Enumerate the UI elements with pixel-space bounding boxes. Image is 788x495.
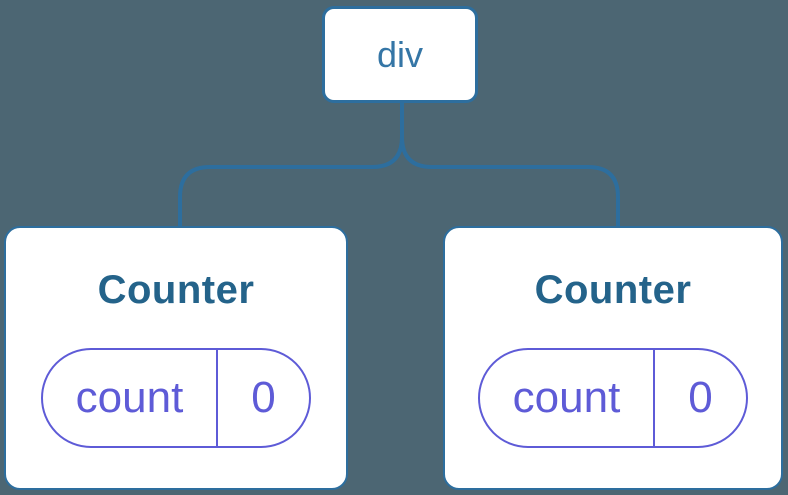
state-value: 0 <box>688 373 713 422</box>
state-key: count <box>43 350 218 446</box>
state-value: 0 <box>251 373 276 422</box>
state-pill: count 0 <box>41 348 311 448</box>
root-node-div: div <box>322 6 478 103</box>
connector-left-branch <box>178 103 404 227</box>
counter-node-right: Counter count 0 <box>443 226 783 490</box>
state-key: count <box>480 350 655 446</box>
counter-node-left: Counter count 0 <box>4 226 348 490</box>
connector-right-branch <box>400 103 620 227</box>
root-node-label: div <box>376 33 424 75</box>
state-pill: count 0 <box>478 348 748 448</box>
component-name: Counter <box>97 268 255 312</box>
component-name: Counter <box>534 268 692 312</box>
